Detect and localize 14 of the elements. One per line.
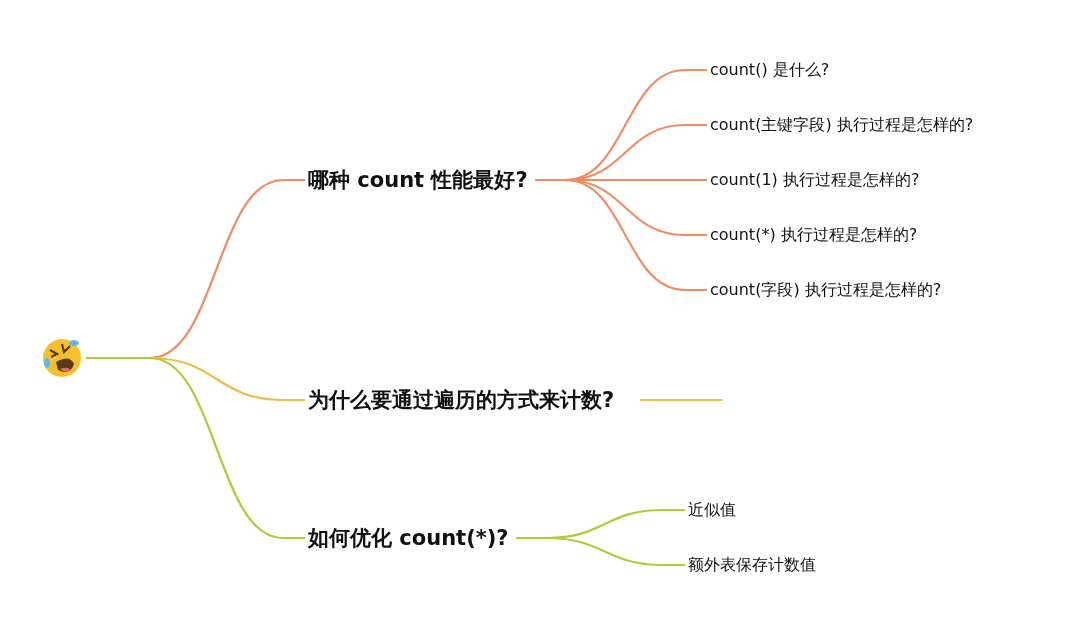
subtopic-label: 额外表保存计数值	[688, 554, 816, 574]
subtopic-label: count(1) 执行过程是怎样的?	[710, 169, 920, 189]
topic-label: 哪种 count 性能最好?	[308, 168, 528, 192]
subtopic-label: count() 是什么?	[710, 59, 830, 79]
branch-line	[516, 536, 685, 567]
subtopic-label: count(*) 执行过程是怎样的?	[710, 224, 918, 244]
branch-line	[86, 356, 305, 540]
topic-label: 如何优化 count(*)?	[308, 526, 509, 550]
subtopic-label: count(主键字段) 执行过程是怎样的?	[710, 114, 974, 134]
subtopic-label: count(字段) 执行过程是怎样的?	[710, 279, 942, 299]
subtopic-label: 近似值	[688, 499, 736, 519]
branch-line	[535, 178, 707, 292]
topic-label: 为什么要通过遍历的方式来计数?	[308, 388, 615, 412]
branch-line	[640, 398, 723, 402]
